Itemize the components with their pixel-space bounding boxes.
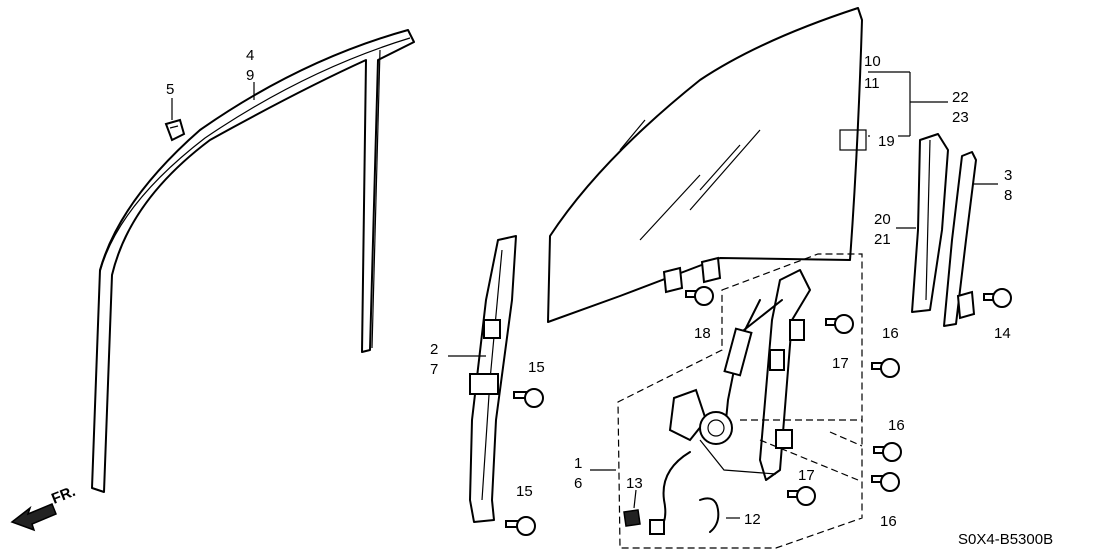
callout-12: 12 xyxy=(744,511,761,528)
front-channel xyxy=(469,235,517,523)
window-regulator xyxy=(659,269,811,529)
rear-sash xyxy=(943,151,977,327)
callout-14: 14 xyxy=(994,325,1011,342)
callout-23: 23 xyxy=(952,109,969,126)
callout-4: 4 xyxy=(246,47,254,64)
callout-15-upper: 15 xyxy=(528,359,545,376)
bolt-18 xyxy=(685,286,714,306)
direction-label: FR. xyxy=(49,483,78,508)
bolt-15-lower xyxy=(505,516,536,536)
glass-pad xyxy=(839,129,867,151)
door-weatherstrip xyxy=(91,29,415,493)
wire-harness xyxy=(699,497,720,533)
callout-16-upper: 16 xyxy=(882,325,899,342)
callout-labels: 4 9 5 2 7 15 15 10 11 22 23 19 3 8 20 21… xyxy=(49,47,1053,548)
callout-1: 1 xyxy=(574,455,582,472)
bolt-16-middle xyxy=(873,442,902,462)
clip-part xyxy=(164,118,186,142)
regulator-outline xyxy=(617,253,863,549)
callout-5: 5 xyxy=(166,81,174,98)
leader-lines xyxy=(171,71,998,519)
callout-3: 3 xyxy=(1004,167,1012,184)
callout-22: 22 xyxy=(952,89,969,106)
callout-6: 6 xyxy=(574,475,582,492)
rear-channel xyxy=(911,133,949,313)
callout-2: 2 xyxy=(430,341,438,358)
callout-9: 9 xyxy=(246,67,254,84)
callout-7: 7 xyxy=(430,361,438,378)
bolt-16-upper xyxy=(871,358,900,378)
callout-16-lower: 16 xyxy=(880,513,897,530)
callout-11: 11 xyxy=(864,75,880,92)
bolt-14 xyxy=(983,288,1012,308)
bolt-17-upper xyxy=(825,314,854,334)
callout-17-lower: 17 xyxy=(798,467,815,484)
callout-15-lower: 15 xyxy=(516,483,533,500)
connector xyxy=(649,519,665,535)
callout-16-middle: 16 xyxy=(888,417,905,434)
harness-clip xyxy=(623,509,641,527)
callout-20: 20 xyxy=(874,211,891,228)
callout-17-upper: 17 xyxy=(832,355,849,372)
callout-8: 8 xyxy=(1004,187,1012,204)
bolt-17-lower xyxy=(787,486,816,506)
bolt-15-upper xyxy=(513,388,544,408)
door-glass xyxy=(547,7,863,323)
callout-10: 10 xyxy=(864,53,881,70)
callout-18: 18 xyxy=(694,325,711,342)
diagram-code: S0X4-B5300B xyxy=(958,531,1053,548)
callout-19: 19 xyxy=(878,133,895,150)
front-direction-arrow xyxy=(10,503,57,532)
bolt-16-lower xyxy=(871,472,900,492)
callout-21: 21 xyxy=(874,231,891,248)
callout-13: 13 xyxy=(626,475,643,492)
